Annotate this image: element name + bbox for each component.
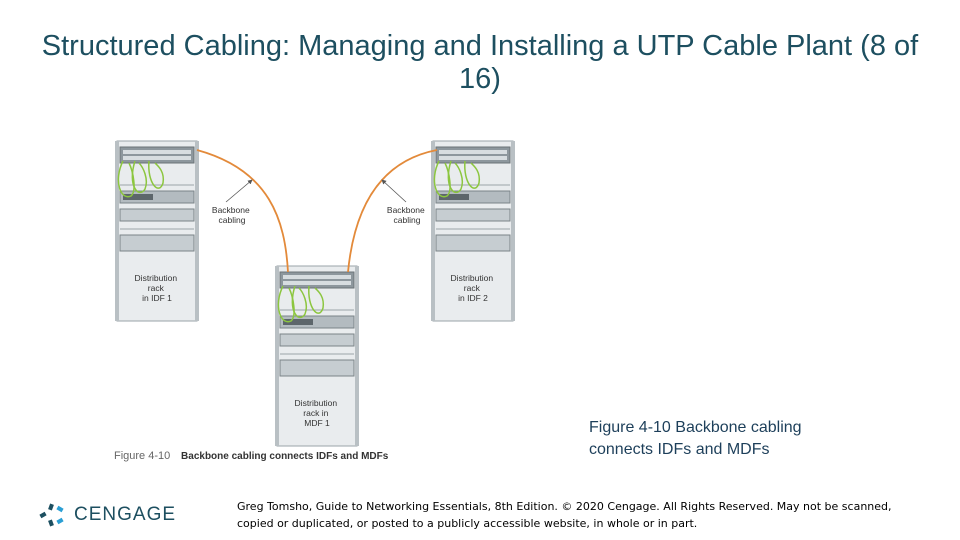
svg-text:Backbone cabling: Backbone cabling [212,205,252,225]
logo-text: CENGAGE [74,504,177,525]
rack-mdf1: Distribution rack in MDF 1 [275,265,359,447]
cengage-logo: CENGAGE [38,500,176,530]
rack-idf2-label-2: rack [464,283,481,293]
svg-text:Distribution rack in: Distribution rack in MDF 1 [295,398,340,428]
backbone-cable-right [347,149,438,273]
backbone-label-right-2: cabling [394,215,421,225]
slide-caption: Figure 4-10 Backbone cabling connects ID… [589,419,802,458]
backbone-cable-left [196,149,289,273]
callout-arrow-right [381,179,407,203]
callout-arrow-left [225,179,253,203]
rack-idf2-label-3: in IDF 2 [458,293,488,303]
rack-idf1: Distribution rack in IDF 1 [115,140,199,322]
ups [435,234,511,252]
rack-mdf1-label-3: MDF 1 [304,418,330,428]
backbone-label-right-1: Backbone [387,205,425,215]
rack-idf1-label-3: in IDF 1 [142,293,172,303]
rack-idf2-label-1: Distribution [451,273,494,283]
rack-mdf1-label-2: rack in [303,408,328,418]
patch-cables [277,285,325,323]
patch-panel [119,146,195,164]
figure-number: Figure 4-10 [114,450,171,462]
ups [119,234,195,252]
rack-mdf1-label-1: Distribution [295,398,338,408]
slide-title: Structured Cabling: Managing and Install… [41,30,919,95]
patch-panel [279,271,355,289]
ups [279,359,355,377]
svg-text:Distribution rack: Distribution rack in IDF 1 [135,273,180,303]
patch-cables [433,160,481,198]
patch-panel [435,146,511,164]
svg-text:Backbone cabling: Backbone cabling [387,205,427,225]
rack-idf2: Distribution rack in IDF 2 [431,140,515,322]
svg-text:Distribution rack: Distribution rack in IDF 2 [451,273,496,303]
server [119,208,195,222]
rack-idf1-label-2: rack [148,283,165,293]
server [435,208,511,222]
figure-description: Backbone cabling connects IDFs and MDFs [181,451,389,462]
copyright-footer: Greg Tomsho, Guide to Networking Essenti… [237,500,892,530]
backbone-label-left-2: cabling [219,215,246,225]
server [279,333,355,347]
patch-cables [117,160,165,198]
cengage-mark-icon [39,503,64,527]
figure-caption: Figure 4-10 Backbone cabling connects ID… [114,450,388,462]
rack-idf1-label-1: Distribution [135,273,178,283]
backbone-cabling-diagram: Distribution rack in IDF 1 Distribution … [115,140,515,447]
backbone-label-left-1: Backbone [212,205,250,215]
